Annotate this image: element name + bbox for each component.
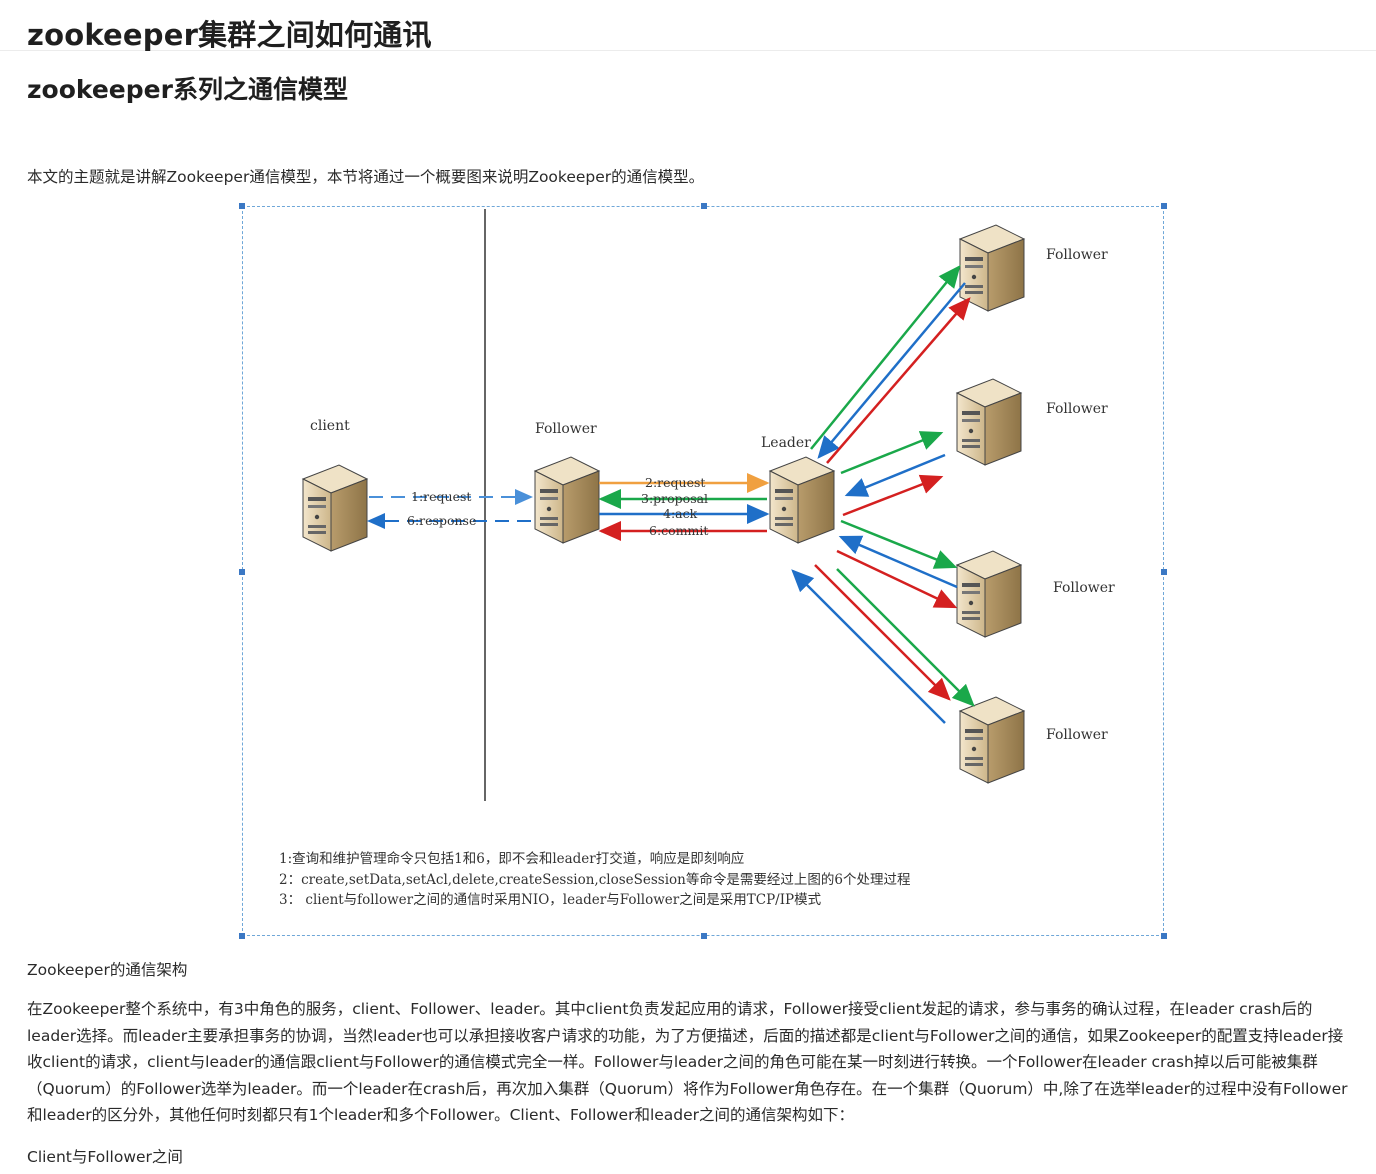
follower-3-arrows [836,519,958,609]
diagram-svg: client Follower Leader Follower Follower… [279,209,1115,908]
architecture-paragraph: 在Zookeeper整个系统中，有3中角色的服务，client、Follower… [27,1000,1348,1124]
intro-paragraph: 本文的主题就是讲解Zookeeper通信模型，本节将通过一个概要图来说明Zook… [27,168,705,186]
diagram-note-1: 1:查询和维护管理命令只包括1和6，即不会和leader打交道，响应是即刻响应 [279,850,744,867]
resize-handle-bm[interactable] [701,933,707,939]
right-follower-4-icon [959,696,1025,784]
right-follower-1-label: Follower [1046,247,1108,263]
right-follower-4-label: Follower [1046,727,1108,743]
leader-server-icon [769,456,835,544]
right-follower-3-icon [956,550,1022,638]
proposal-label: 3:proposal [641,491,708,506]
resize-handle-tl[interactable] [239,203,245,209]
section-label: Zookeeper的通信架构 [27,961,188,979]
follower-1-arrows [810,265,971,464]
right-follower-1-icon [959,224,1025,312]
follower-4-arrows [791,564,975,724]
article-heading: zookeeper系列之通信模型 [27,75,348,104]
follower-2-arrows [840,431,946,517]
follower-server-icon [534,456,600,544]
response-label: 6:response [407,513,476,528]
page-title: zookeeper集群之间如何通讯 [27,18,432,52]
resize-handle-tr[interactable] [1161,203,1167,209]
resize-handle-br[interactable] [1161,933,1167,939]
right-follower-2-icon [956,378,1022,466]
resize-handle-bl[interactable] [239,933,245,939]
leader-request-label: 2:request [645,475,705,490]
request-label: 1:request [411,489,471,504]
follower-label: Follower [535,421,597,437]
diagram-note-3: 3： client与follower之间的通信时采用NIO，leader与Fol… [279,892,822,908]
client-follower-subheading: Client与Follower之间 [27,1148,183,1166]
communication-diagram[interactable]: client Follower Leader Follower Follower… [239,203,1167,939]
client-server-icon [302,464,368,552]
client-label: client [310,418,350,434]
ack-label: 4:ack [663,506,698,521]
right-follower-2-label: Follower [1046,401,1108,417]
resize-handle-tm[interactable] [701,203,707,209]
leader-label: Leader [761,435,811,451]
resize-handle-ml[interactable] [239,569,245,575]
resize-handle-mr[interactable] [1161,569,1167,575]
commit-label: 6:commit [649,523,708,538]
right-follower-3-label: Follower [1053,580,1115,596]
title-bar: zookeeper集群之间如何通讯 [0,0,1376,52]
diagram-note-2: 2：create,setData,setAcl,delete,createSes… [279,871,910,888]
